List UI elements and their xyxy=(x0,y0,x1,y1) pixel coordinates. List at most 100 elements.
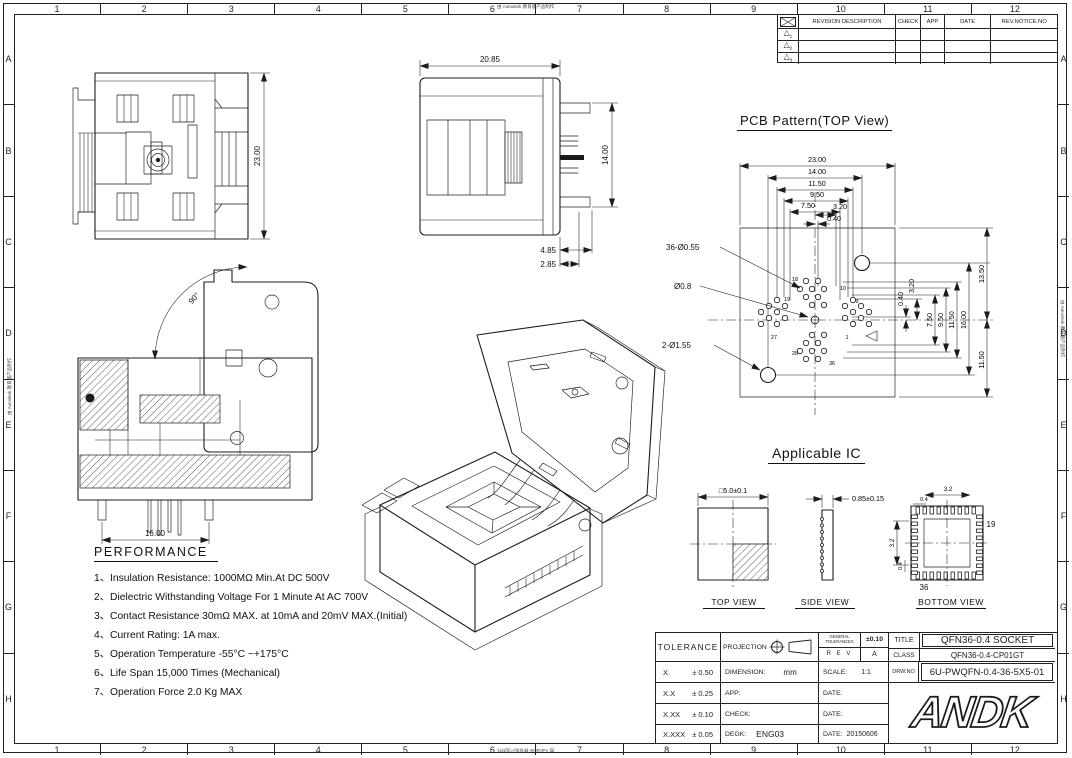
projection-label: PROJECTION xyxy=(723,643,767,651)
grid-ref-right: A B C D E F G H xyxy=(1058,14,1069,744)
callout-pads-label: 36-Ø0.55 xyxy=(666,243,700,252)
grid-row-label: F xyxy=(3,471,14,563)
ic-bottom-view-label: BOTTOM VIEW xyxy=(916,597,986,609)
performance-item: 4、Current Rating: 1A max. xyxy=(94,630,220,641)
dim-pcb-115v: 11.50 xyxy=(977,351,986,368)
grid-row-label: G xyxy=(3,562,14,654)
dim-side-width: 20.85 xyxy=(480,55,501,64)
ic-pin36-label: 36 xyxy=(920,583,929,592)
dim-ic-pad-w: 3.2 xyxy=(944,486,953,493)
grid-col-label: 4 xyxy=(275,744,363,755)
grid-col-label: 6 xyxy=(449,744,537,755)
view-socket-top: 23.00 xyxy=(72,72,270,240)
dim-pcb-04: 0.40 xyxy=(827,214,841,223)
revision-col-check: CHECK xyxy=(895,15,920,28)
grid-row-label: D xyxy=(1058,288,1069,380)
callout-center-label: Ø0.8 xyxy=(674,282,692,291)
dim-section-angle: 90° xyxy=(187,291,202,306)
tolerance-row: X.X± 0.25 xyxy=(656,682,720,703)
dim-pcb-75i: 7.50 xyxy=(925,313,934,327)
general-tolerance-value: ±0.10 xyxy=(860,633,888,647)
scale-cell: SCALE:1:1 xyxy=(818,661,888,682)
grid-row-label: E xyxy=(3,380,14,471)
grid-row-label: E xyxy=(1058,380,1069,471)
performance-item: 7、Operation Force 2.0 Kg MAX xyxy=(94,687,243,698)
title-class-cell: TITLE QFN36-0.4 SOCKET CLASS QFN36-0.4-C… xyxy=(888,633,1055,661)
rev-label: R E V xyxy=(826,651,853,658)
dim-pcb-14: 14.00 xyxy=(808,167,826,176)
grid-row-label: H xyxy=(5,693,12,704)
projection-cell: PROJECTION xyxy=(720,633,818,661)
dim-ic-thickness: 0.85±0.15 xyxy=(852,494,884,503)
dim-pcb-115: 11.50 xyxy=(808,179,825,188)
date-final-cell: DATE:20150606 xyxy=(818,724,888,743)
grid-col-label: 7 xyxy=(536,744,624,755)
pin-label-19: 19 xyxy=(784,297,790,303)
view-pcb-pattern: 23.00 14.00 11.50 9.50 7.50 3.20 0.40 1 3… xyxy=(662,155,995,415)
revision-flag-icon: △3 xyxy=(783,52,793,63)
performance-item: 6、Life Span 15,000 Times (Mechanical) xyxy=(94,668,281,679)
grid-col-label: 5 xyxy=(362,3,450,14)
pin-label-10: 10 xyxy=(840,286,846,292)
grid-row-label: C xyxy=(3,197,14,289)
revision-row-empty xyxy=(797,52,896,64)
revision-row-empty xyxy=(797,40,896,52)
tolerance-row: X.XX± 0.10 xyxy=(656,703,720,724)
performance-item: 3、Contact Resistance 30mΩ MAX. at 10mA a… xyxy=(94,611,408,622)
grid-col-label: 3 xyxy=(188,3,276,14)
applicable-ic-title: Applicable IC xyxy=(768,445,865,464)
dim-section-width: 16.00 xyxy=(145,529,166,538)
date-cell: DATE: xyxy=(818,682,888,703)
dim-pcb-115i: 11.50 xyxy=(947,311,956,328)
callout-holes-label: 2-Ø1.55 xyxy=(662,341,691,350)
general-tolerance-cell: GENERAL TOLERANCES ±0.10 R E V A xyxy=(818,633,888,661)
dim-pcb-32: 3.20 xyxy=(833,202,847,211)
grid-row-label: B xyxy=(3,105,14,197)
pin-label-9: 9 xyxy=(855,299,858,305)
grid-col-label: 11 xyxy=(885,744,972,755)
grid-col-label: 10 xyxy=(798,744,885,755)
check-cell: CHECK: xyxy=(720,703,818,724)
company-logo-cell: ANDK xyxy=(888,682,1055,743)
dim-side-pin-span: 14.00 xyxy=(601,144,610,165)
dim-pcb-23: 23.00 xyxy=(808,155,826,164)
dimension-cell: DIMENSION:mm xyxy=(720,661,818,682)
pin-label-1: 1 xyxy=(845,335,848,341)
tolerance-row: X.± 0.50 xyxy=(656,661,720,682)
revision-row-empty xyxy=(797,28,896,40)
ic-top-view-label: TOP VIEW xyxy=(703,597,765,609)
pcb-pattern-title: PCB Pattern(TOP View) xyxy=(737,113,893,131)
revision-flag-icon: △2 xyxy=(783,40,793,51)
date-cell: DATE: xyxy=(818,703,888,724)
company-logo: ANDK xyxy=(908,687,1036,738)
grid-col-label: 8 xyxy=(624,3,711,14)
grid-row-label: F xyxy=(1058,471,1069,563)
grid-ref-left: A B C D E F G H xyxy=(3,14,14,744)
grid-col-label: 1 xyxy=(14,744,102,755)
dim-side-pin-b: 2.85 xyxy=(540,260,556,269)
rev-value: A xyxy=(860,647,888,661)
drwno-value: 6U-PWQFN-0.4-36-5X5-01 xyxy=(918,661,1055,682)
ic-side-view-label: SIDE VIEW xyxy=(795,597,855,609)
title-label: TITLE xyxy=(894,637,914,644)
grid-col-label: 2 xyxy=(101,3,189,14)
grid-col-label: 10 xyxy=(798,3,885,14)
revision-col-description: REVISION DESCRIPTION xyxy=(797,15,895,28)
pin-label-18: 18 xyxy=(792,277,798,283)
dim-pcb-95i: 9.50 xyxy=(936,313,945,327)
sheet-inner-border xyxy=(14,14,1058,744)
grid-row-label: C xyxy=(1058,197,1069,289)
grid-row-label: A xyxy=(1058,14,1069,106)
grid-ref-bottom: 1 2 3 4 5 6 7 8 9 10 11 12 xyxy=(14,744,1058,755)
tolerance-header: TOLERANCE xyxy=(657,642,719,652)
dim-ic-pitch-left: 0.4 xyxy=(898,562,904,570)
grid-row-label: A xyxy=(3,14,14,106)
dim-pcb-16i: 16.00 xyxy=(959,311,968,329)
ic-pin19-label: 19 xyxy=(987,520,996,529)
grid-col-label: 12 xyxy=(1009,744,1020,755)
class-label: CLASS xyxy=(893,651,915,659)
grid-row-label: D xyxy=(3,288,14,380)
performance-section: PERFORMANCE 1、Insulation Resistance: 100… xyxy=(94,545,484,699)
